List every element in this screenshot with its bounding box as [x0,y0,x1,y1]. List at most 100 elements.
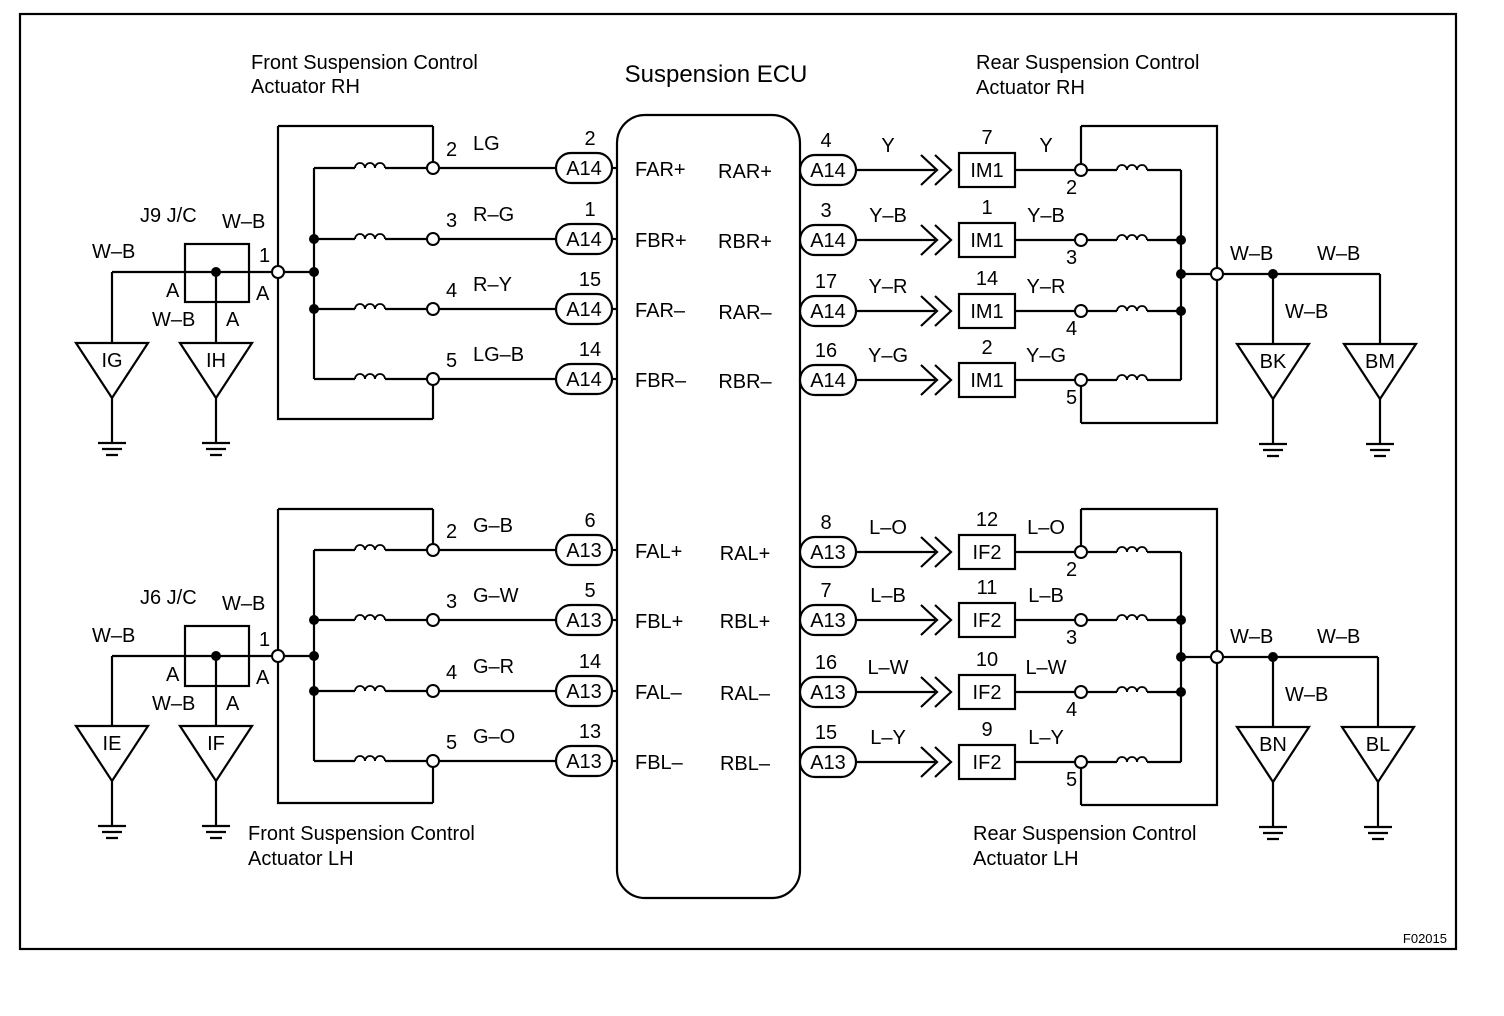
rear_rh-connector-1-label: A14 [810,230,846,252]
rear_rh-pin-label-0: 2 [1066,177,1077,199]
rear_lh-ecu-pin-label-2: RAL– [720,683,771,705]
rear_lh-right-wire-label: W–B [1317,626,1360,648]
rear_rh-pin-label-1: 3 [1066,247,1077,269]
front_lh-earth-icon-0 [98,781,126,840]
rear_lh-connector-3-label: A13 [810,752,846,774]
front_rh-earth-icon-1 [202,398,230,457]
rear_rh-wire-act-label-3: Y–G [1026,345,1066,367]
front-lh-title-2: Actuator LH [248,848,354,870]
rear_rh-inline-connector-0-shape [957,151,1017,189]
rear_lh-inline-connector-2-shape [957,673,1017,711]
front_rh-connector-3: A14 [554,362,614,396]
rear_lh-pin-label-3: 5 [1066,769,1077,791]
rear_rh-out-wire-label: W–B [1230,243,1273,265]
rear_lh-inline-connector-1: IF2 [957,601,1017,639]
front_rh-junction-wire-top: W–B [222,211,265,233]
front_lh-coil-icon-3 [354,755,386,762]
front_lh-ground-1-label: IF [207,733,225,755]
rear_lh-inline-connector-0: IF2 [957,533,1017,571]
front_lh-connector-pin-0: 6 [584,510,595,532]
rear_lh-ground-1-label: BL [1366,734,1390,756]
front_lh-wire-label-0: G–B [473,515,513,537]
diagram-frame [18,12,1458,951]
rear_lh-earth-icon-0 [1259,782,1287,841]
front_lh-junction-name: J6 J/C [140,587,197,609]
front_rh-bus-dot-1 [309,234,319,244]
rear_rh-inline-pin-1: 1 [981,197,992,219]
rear_lh-ecu-pin-label-3: RBL– [720,753,771,775]
rear_rh-connector-2-label: A14 [810,301,846,323]
front_rh-junction-pin-bottom: A [226,309,240,331]
rear_rh-coil-icon-0 [1116,164,1148,171]
rear_lh-wire-ecu-label-1: L–B [870,585,906,607]
rear_lh-pin-label-2: 4 [1066,699,1077,721]
rear_lh-down-wire-label: W–B [1285,684,1328,706]
rear_lh-wire-ecu-label-2: L–W [867,657,908,679]
front_lh-connector-1: A13 [554,603,614,637]
rear_rh-right-wire-label: W–B [1317,243,1360,265]
rear_rh-ground-0-label: BK [1260,351,1287,373]
front_rh-earth-icon-0 [98,398,126,457]
rear_lh-arrow-icon-3 [920,746,953,778]
front_lh-connector-0-label: A13 [566,540,602,562]
rear_rh-inline-connector-0-label: IM1 [970,160,1003,182]
rear_rh-common-terminal [1210,267,1224,281]
front_rh-wire-label-3: LG–B [473,344,524,366]
rear_rh-coil-icon-3 [1116,374,1148,381]
front_rh-ground-0-label: IG [101,350,122,372]
rear_lh-connector-0: A13 [798,535,858,569]
suspension-ecu [615,113,802,900]
front_lh-junction-pin-bottom: A [226,693,240,715]
front_rh-connector-pin-2: 15 [579,269,601,291]
rear_rh-connector-1: A14 [798,223,858,257]
front_lh-junction-pin-left: A [166,664,180,686]
front_rh-coil-icon-1 [354,233,386,240]
rear_lh-connector-pin-1: 7 [820,580,831,602]
rear_lh-connector-pin-0: 8 [820,512,831,534]
front_lh-ecu-pin-label-0: FAL+ [635,541,682,563]
front_lh-common-terminal [271,649,285,663]
front_rh-wire-label-2: R–Y [473,274,512,296]
rear_lh-wire-act-label-3: L–Y [1028,727,1064,749]
front_rh-pin-label-2: 4 [446,280,457,302]
front_lh-connector-0: A13 [554,533,614,567]
rear_rh-connector-3-label: A14 [810,370,846,392]
rear_lh-pin-terminal-3 [1074,755,1088,769]
rear-rh-title-1: Rear Suspension Control [976,52,1199,74]
rear_lh-inline-connector-2-label: IF2 [973,682,1002,704]
rear_rh-inline-pin-2: 14 [976,268,998,290]
rear_rh-inline-pin-3: 2 [981,337,992,359]
front_rh-wire-label-1: R–G [473,204,514,226]
rear_rh-connector-pin-1: 3 [820,200,831,222]
rear_rh-inline-connector-1: IM1 [957,221,1017,259]
rear_lh-ground-1-triangle [1339,725,1417,785]
rear_rh-ground-1-triangle [1341,342,1419,402]
front_lh-ground-1-triangle [177,724,255,784]
rear_rh-inline-connector-3-shape [957,361,1017,399]
front_lh-down-wire-label: W–B [152,693,195,715]
front_rh-coil-icon-2 [354,303,386,310]
front_lh-coil-icon-0 [354,544,386,551]
front_rh-down-wire-label: W–B [152,309,195,331]
rear_rh-pin-terminal-3 [1074,373,1088,387]
front_rh-connector-3-label: A14 [566,369,602,391]
front_rh-connector-0-label: A14 [566,158,602,180]
rear_lh-connector-pin-2: 16 [815,652,837,674]
front_lh-wire-label-1: G–W [473,585,519,607]
rear_rh-arrow-icon-3 [920,364,953,396]
front_lh-junction-wire-top: W–B [222,593,265,615]
rear_lh-inline-pin-0: 12 [976,509,998,531]
front_rh-junction-pin-right: A [256,283,270,305]
front_rh-junction-pin-left: A [166,280,180,302]
front_lh-coil-icon-1 [354,614,386,621]
rear_rh-bus-dot-1 [1176,235,1186,245]
rear_lh-inline-pin-1: 11 [977,577,998,599]
front_rh-junction-name: J9 J/C [140,205,197,227]
rear_lh-connector-pin-3: 15 [815,722,837,744]
front_lh-pin-label-1: 3 [446,591,457,613]
front_lh-ground-1: IF [177,724,255,784]
rear_lh-pin-terminal-1 [1074,613,1088,627]
front_lh-coil-icon-2 [354,685,386,692]
rear_rh-ecu-pin-label-1: RBR+ [718,231,772,253]
rear_lh-connector-1-label: A13 [810,610,846,632]
